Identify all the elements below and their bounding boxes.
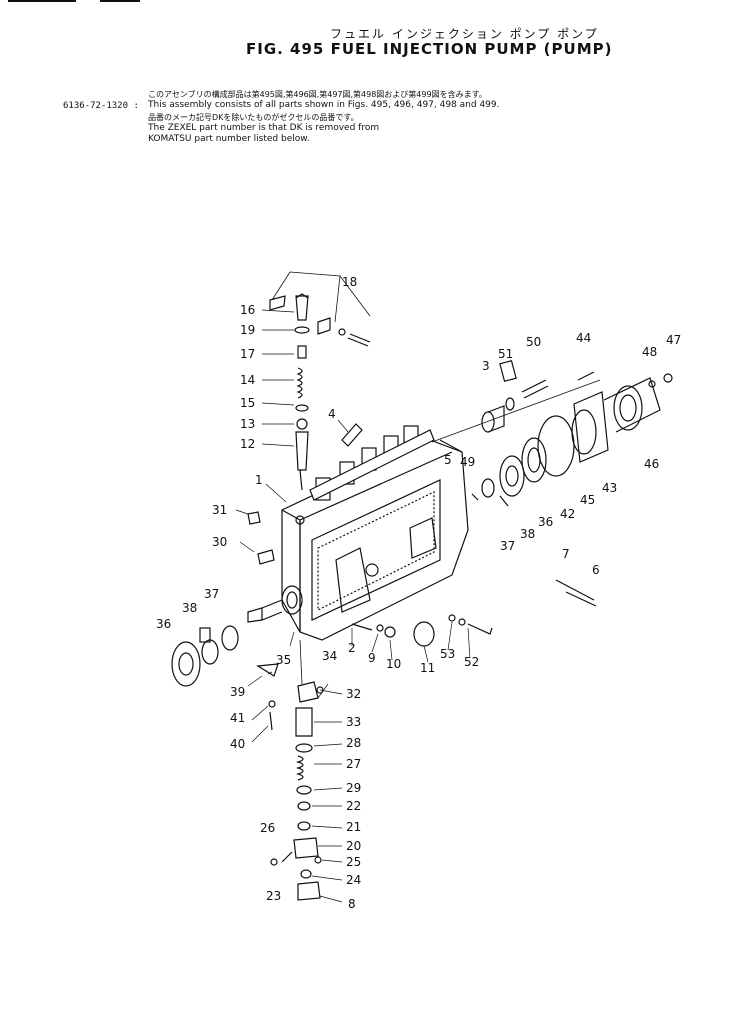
- callout-49: 49: [460, 455, 475, 469]
- callout-37-right: 37: [500, 539, 515, 553]
- callout-21: 21: [346, 820, 361, 834]
- callout-20: 20: [346, 839, 361, 853]
- figure-title: FIG. 495 FUEL INJECTION PUMP (PUMP): [246, 40, 613, 58]
- callout-50: 50: [526, 335, 541, 349]
- title-japanese: フュエル インジェクション ポンプ ポンプ: [330, 27, 599, 41]
- lower-middle-parts: [351, 614, 493, 647]
- callout-28: 28: [346, 736, 361, 750]
- callout-25: 25: [346, 855, 361, 869]
- callout-27: 27: [346, 757, 361, 771]
- top-rule-mid: [100, 0, 140, 2]
- callout-36-left: 36: [156, 617, 171, 631]
- callout-47: 47: [666, 333, 681, 347]
- callout-36-right: 36: [538, 515, 553, 529]
- note-en-2: The ZEXEL part number is that DK is remo…: [148, 123, 380, 133]
- note-en-1: This assembly consists of all parts show…: [148, 100, 500, 110]
- callout-13: 13: [240, 417, 255, 431]
- callout-24: 24: [346, 873, 361, 887]
- delivery-valve-holders: [309, 425, 435, 501]
- part-number: 6136-72-1320 :: [63, 101, 139, 111]
- callout-16: 16: [240, 303, 255, 317]
- callout-19: 19: [240, 323, 255, 337]
- note-en-3: KOMATSU part number listed below.: [148, 134, 310, 144]
- callout-15: 15: [240, 396, 255, 410]
- callout-32: 32: [346, 687, 361, 701]
- callout-11: 11: [420, 661, 435, 675]
- right-exploded-assembly: [431, 360, 673, 607]
- top-parts-stack: [269, 271, 371, 491]
- callout-30: 30: [212, 535, 227, 549]
- callout-48: 48: [642, 345, 657, 359]
- leader-lines: [235, 309, 471, 903]
- callout-40: 40: [230, 737, 245, 751]
- callout-26: 26: [260, 821, 275, 835]
- callout-4: 4: [328, 407, 336, 421]
- callout-9: 9: [368, 651, 376, 665]
- callout-2: 2: [348, 641, 356, 655]
- callout-31: 31: [212, 503, 227, 517]
- callout-labels: 1 2 3 4 5 6 7 8 9 10 11 12 13 14 15 16 1…: [156, 275, 681, 911]
- callout-12: 12: [240, 437, 255, 451]
- note-jp-1: このアセンブリの構成部品は第495図,第496図,第497図,第498図および第…: [148, 90, 487, 99]
- callout-33: 33: [346, 715, 361, 729]
- callout-18: 18: [342, 275, 357, 289]
- callout-7: 7: [562, 547, 570, 561]
- callout-5: 5: [444, 453, 452, 467]
- part-4: [341, 423, 363, 447]
- bottom-parts-stack: [270, 639, 324, 901]
- camshaft-end: [247, 585, 303, 623]
- callout-6: 6: [592, 563, 600, 577]
- callout-42: 42: [560, 507, 575, 521]
- callout-46: 46: [644, 457, 659, 471]
- callout-34: 34: [322, 649, 337, 663]
- callout-29: 29: [346, 781, 361, 795]
- left-side-parts: [171, 511, 279, 731]
- callout-38-left: 38: [182, 601, 197, 615]
- callout-53: 53: [440, 647, 455, 661]
- callout-35: 35: [276, 653, 291, 667]
- callout-23: 23: [266, 889, 281, 903]
- callout-10: 10: [386, 657, 401, 671]
- callout-43: 43: [602, 481, 617, 495]
- callout-22: 22: [346, 799, 361, 813]
- top-rule-left: [8, 0, 76, 2]
- callout-14: 14: [240, 373, 255, 387]
- note-jp-2: 品番のメーカ記号DKを除いたものがゼクセルの品番です。: [148, 113, 359, 122]
- callout-44: 44: [576, 331, 591, 345]
- callout-17: 17: [240, 347, 255, 361]
- callout-41: 41: [230, 711, 245, 725]
- callout-39: 39: [230, 685, 245, 699]
- callout-3: 3: [482, 359, 490, 373]
- callout-45: 45: [580, 493, 595, 507]
- callout-51: 51: [498, 347, 513, 361]
- callout-37-left: 37: [204, 587, 219, 601]
- callout-38-right: 38: [520, 527, 535, 541]
- callout-1: 1: [255, 473, 263, 487]
- callout-8: 8: [348, 897, 356, 911]
- callout-52: 52: [464, 655, 479, 669]
